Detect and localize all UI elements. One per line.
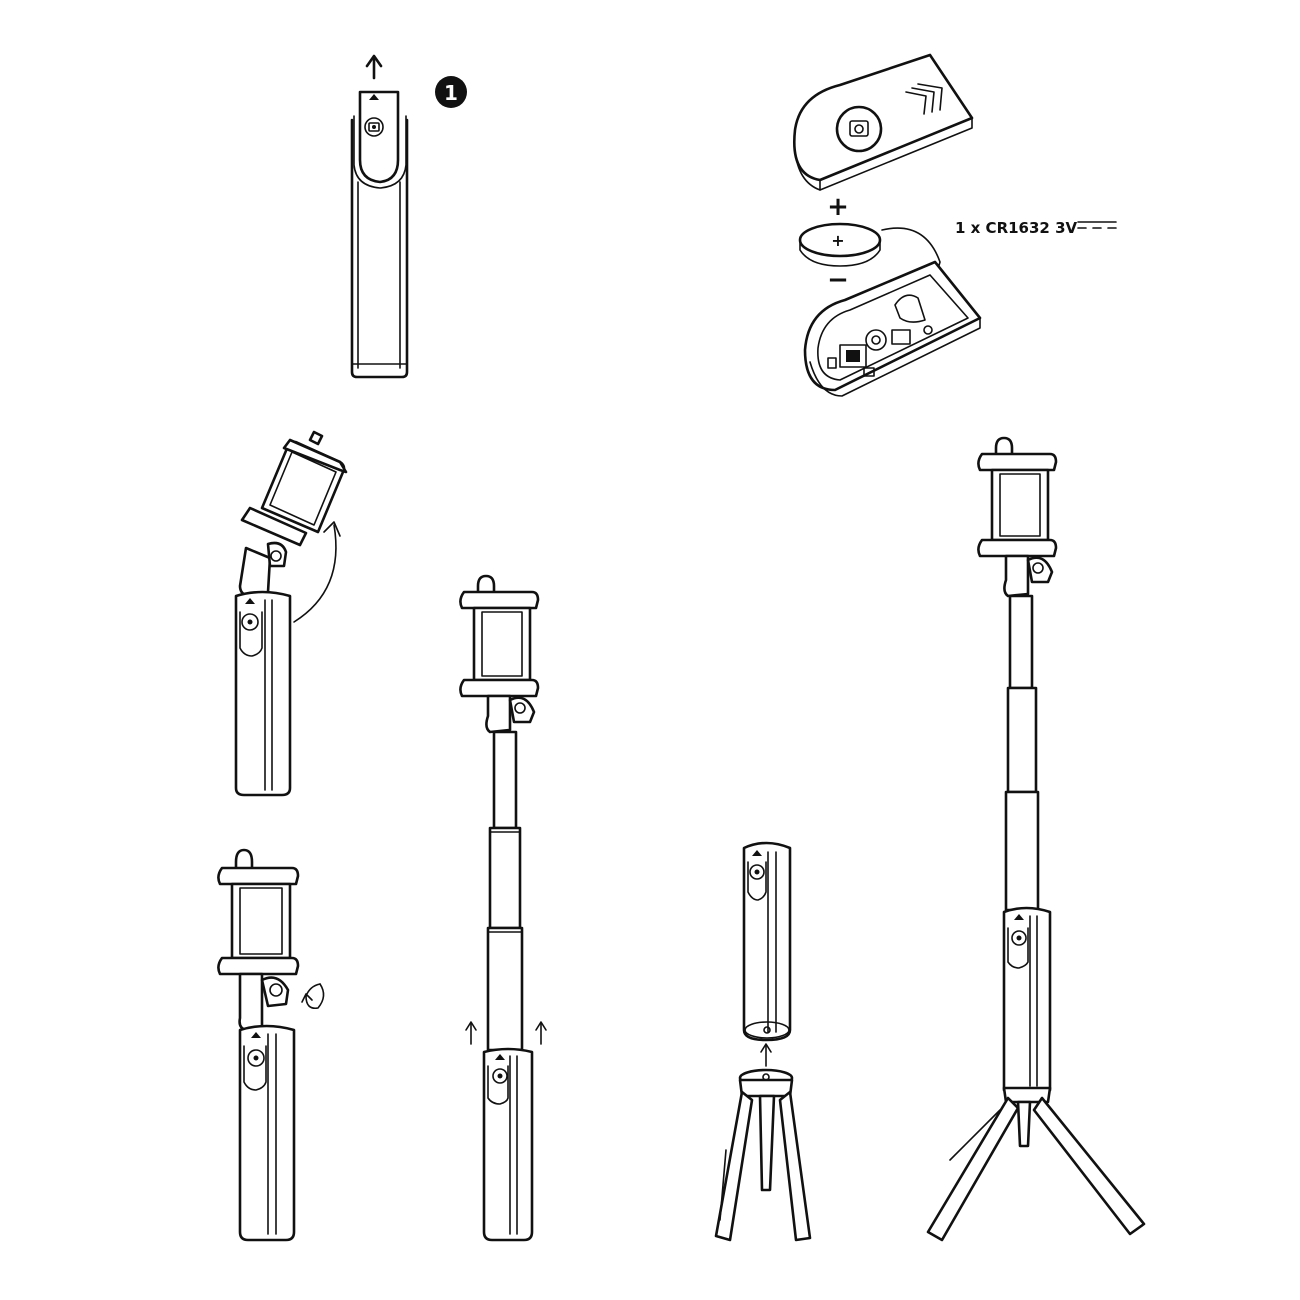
svg-text:−: − xyxy=(827,265,849,295)
dc-symbol xyxy=(1078,222,1116,228)
handle-body xyxy=(240,1026,294,1240)
step4-clamp-tighten xyxy=(218,850,323,1240)
remote-lid xyxy=(794,55,972,190)
tripod-legs xyxy=(928,1088,1144,1240)
remote-cap xyxy=(354,92,406,188)
upright-clamp xyxy=(218,850,298,1030)
upright-clamp xyxy=(460,576,538,732)
step3-clamp-rotate xyxy=(236,432,346,795)
svg-text:+: + xyxy=(831,231,844,250)
svg-text:+: + xyxy=(827,192,849,222)
rotate-ccw-icon xyxy=(302,984,324,1008)
step1-handle-group: 1 xyxy=(352,56,467,377)
arrow-up-icon xyxy=(761,1044,771,1066)
arrow-up-icon xyxy=(536,1022,546,1044)
minus-icon: − xyxy=(827,265,849,295)
stick-sections xyxy=(1006,596,1038,910)
arrow-up-icon xyxy=(367,56,381,78)
svg-text:1: 1 xyxy=(444,81,458,105)
step6-attach-tripod xyxy=(716,843,810,1240)
battery-spec-label: 1 x CR1632 3V xyxy=(955,219,1078,237)
handle-body xyxy=(744,843,790,1040)
coin-battery: + xyxy=(800,224,880,266)
mini-tripod xyxy=(716,1070,810,1240)
stick-sections xyxy=(488,732,522,1050)
battery-replacement-group: + + − 1 x CR1632 3V xyxy=(794,55,1116,396)
tilted-clamp xyxy=(240,432,346,596)
handle-body xyxy=(236,592,290,795)
step-badge: 1 xyxy=(435,76,467,108)
upright-clamp xyxy=(978,438,1056,596)
step5-extend-stick xyxy=(460,576,546,1240)
arrow-up-icon xyxy=(466,1022,476,1044)
handle-body xyxy=(484,1049,532,1240)
plus-icon: + xyxy=(827,192,849,222)
handle-body xyxy=(1004,908,1050,1090)
step7-full-stand xyxy=(928,438,1144,1240)
